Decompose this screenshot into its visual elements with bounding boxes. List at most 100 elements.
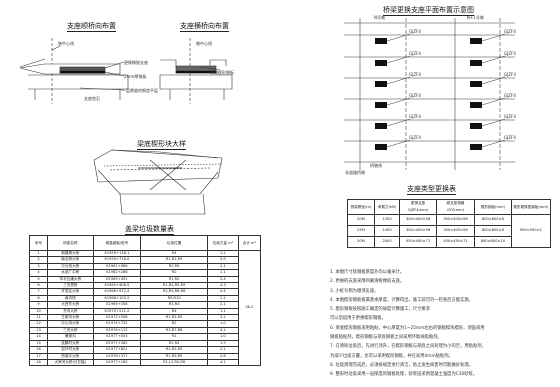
- header-cell: 承载力(kN): [373, 199, 401, 215]
- table-cell: 3: [29, 262, 48, 271]
- note-line: 7. 在清除垃圾后，先进行顶升，在楔形钢板与梁底之间处理为小的空，用粘贴剂，: [330, 344, 486, 350]
- header-cell: 桥梁跨径(m): [347, 199, 375, 215]
- note-line: 3. 小桩号侧为墩顶支座。: [330, 288, 379, 294]
- table-cell: 15: [29, 339, 48, 348]
- table-cell: R1,R2,R5: [140, 346, 208, 354]
- table-cell: 4: [29, 269, 48, 277]
- bearing-label: GJZF4: [409, 93, 421, 98]
- table-cell: 20M: [347, 214, 375, 226]
- note-line: 8. 垃圾清理完成后，必须按规定进行清洁，防止发生病害时可能做好处理。: [330, 362, 473, 368]
- table-cell: 300×400×56: [435, 214, 476, 226]
- note-line: 1. 本图尺寸除钢板厚度外均以毫米计。: [330, 270, 405, 275]
- table-cell: 900×900×2: [510, 214, 552, 248]
- table-cell: 1.9: [206, 339, 239, 348]
- type-table: 桥梁跨径(m) 承载力(kN) 更换支座 GJZF4(mm) 原支座规格 GYZ…: [347, 199, 552, 248]
- bearing-label: GJZF4: [409, 29, 421, 34]
- bearing-mark: [470, 38, 482, 44]
- table-cell: 300×400×56: [435, 225, 476, 237]
- note-line: 5. 楔形钢板按照施工确定的坡度计算施工，尺寸要求: [330, 307, 430, 313]
- table-cell: 800×800×8: [474, 214, 512, 226]
- label-abutment: 非道路桥墩: [345, 170, 365, 175]
- table-cell: 7: [29, 288, 48, 296]
- note-line: 可以后适用于更换楔形钢板。: [330, 316, 386, 322]
- table-cell: 4.4: [206, 288, 239, 296]
- table-cell: 2000: [373, 236, 401, 248]
- label-wedge: 2mm厚钢板: [124, 74, 147, 79]
- table-cell: 5: [29, 275, 48, 284]
- table-cell: R5,R10: [140, 294, 208, 303]
- table-cell: 800×800×8: [474, 225, 512, 237]
- table-cell: R1,R2: [140, 275, 208, 284]
- table-cell: 1450: [373, 225, 401, 237]
- note-line: 4. 本图楔形钢板板属基本厚度，计算得出，施工前可另一检查后方能实施。: [330, 297, 473, 303]
- label-new-bearing: 更换橡胶支座: [124, 60, 148, 65]
- table-cell: 13: [29, 326, 48, 335]
- table-cell: 3.2: [206, 314, 239, 322]
- bearing-label: GJZF4: [504, 135, 516, 140]
- note-line: 钢板粘贴剂，楔形钢板与梁底钢板之间采用环氧树脂粘剂。: [330, 335, 442, 341]
- total-cell: 36.2: [237, 249, 262, 367]
- table-cell: 800×800×10: [474, 236, 512, 248]
- table-cell: 4.1: [206, 358, 239, 367]
- table-cell: R1,R2,R5: [140, 314, 208, 322]
- bearing-mark: [375, 38, 387, 44]
- table-cell: 1.0: [206, 320, 239, 328]
- table-cell: R2,R4: [140, 339, 208, 348]
- bearing-mark: [375, 81, 387, 87]
- table-cell: R4: [140, 307, 208, 316]
- header-cell: 墩高钢板/桩号: [92, 235, 142, 251]
- table-cell: 1.1: [206, 269, 239, 277]
- table-cell: 450×450×71: [435, 236, 476, 248]
- title-plan: 桥梁更换支座平面布置示意图: [383, 6, 474, 16]
- header-cell: 原支座规格 GYZ(mm): [435, 199, 476, 215]
- bearing-label: GJZF4: [504, 51, 516, 56]
- bearing-mark: [470, 81, 482, 87]
- table-cell: R1,R4,R5,R9: [140, 281, 208, 290]
- label-new-steel: 新增楔形钢板: [210, 70, 234, 75]
- table-cell: 2.1: [206, 262, 239, 271]
- cap-table-header: 序号 桥梁名称 墩高钢板/桩号 垃圾位置 垃圾方量 m³ 合计 m³: [29, 235, 262, 251]
- label-beam-center: 墩中心线: [196, 41, 212, 46]
- header-cell: 桥梁名称: [47, 235, 94, 251]
- table-cell: 4.3: [206, 281, 239, 290]
- table-cell: R2,R4,R6,R8: [140, 288, 208, 296]
- plan-grid: [344, 18, 515, 170]
- bearing-label: GJZF4: [409, 114, 421, 119]
- table-cell: R3,R4: [140, 301, 208, 309]
- header-cell: 序号: [29, 235, 48, 251]
- table-cell: R1,L2,R5,R8: [140, 358, 208, 367]
- bearing-mark: [470, 123, 482, 129]
- note-line: 2. 更换的支座采用四氟滑板橡胶支座。: [330, 279, 405, 285]
- bearing-mark: [375, 60, 387, 66]
- table-cell: 25M: [347, 225, 375, 237]
- bearing-mark: [375, 123, 387, 129]
- title-transverse: 支座横桥向布置: [180, 22, 229, 32]
- label-span-n: N号墩: [374, 15, 385, 20]
- header-cell: 楔形更换垫钢板(mm): [510, 199, 552, 215]
- table-cell: 12: [29, 320, 48, 328]
- bearing-label: GJZF4: [409, 51, 421, 56]
- bearing-label: GJZF4: [504, 93, 516, 98]
- title-longitudinal: 支座顺桥向布置: [67, 22, 116, 32]
- table-cell: R3,R7,R8: [140, 326, 208, 335]
- table-cell: 2.1: [206, 346, 239, 354]
- title-wedge: 梁底楔形块大样: [137, 140, 186, 150]
- table-cell: R4: [140, 249, 208, 258]
- table-cell: 2.2: [206, 294, 239, 303]
- label-span-n1: N+1号墩: [467, 15, 484, 20]
- table-cell: 9: [29, 301, 48, 309]
- table-cell: 30M: [347, 236, 375, 248]
- table-cell: 300×400×56: [399, 225, 437, 237]
- table-cell: R2: [140, 269, 208, 277]
